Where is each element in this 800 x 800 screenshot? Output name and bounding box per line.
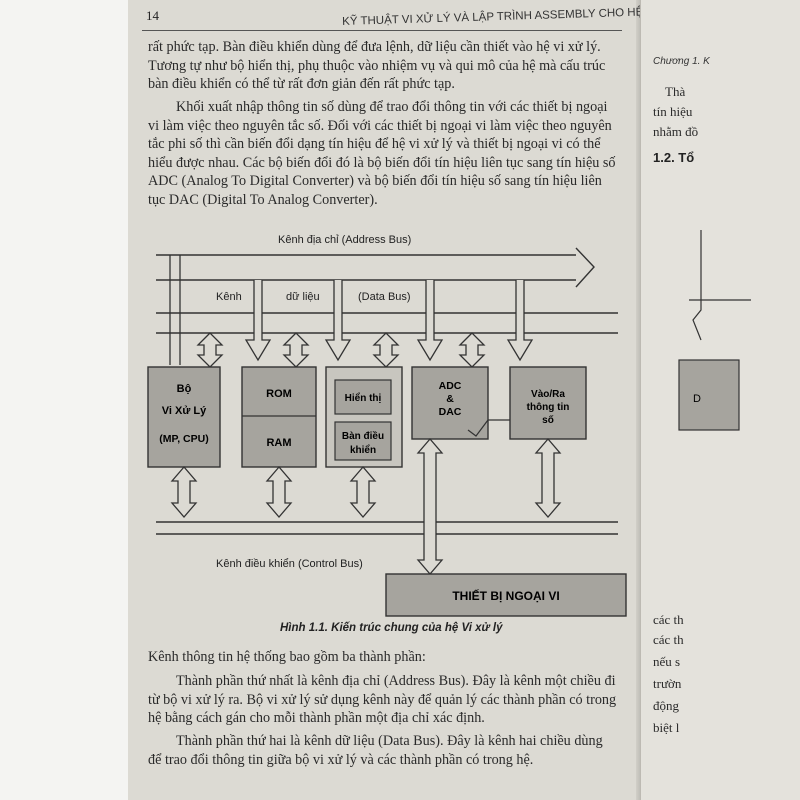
- next-page-line: trườn: [653, 676, 682, 691]
- memory-block: [241, 366, 317, 468]
- next-page-header: Chương 1. K: [653, 56, 710, 67]
- page-number: 14: [146, 8, 159, 23]
- peripheral-label: THIẾT BỊ NGOẠI VI: [452, 588, 559, 603]
- adc-label-1: ADC: [439, 380, 462, 392]
- peripheral-block: [385, 573, 627, 617]
- io-label-3: số: [542, 414, 554, 426]
- io-label-1: Vào/Ra: [531, 389, 565, 400]
- paragraph-4: Thành phần thứ nhất là kênh địa chỉ (Add…: [148, 673, 617, 726]
- next-page-line: các th: [653, 612, 684, 627]
- console-block: [334, 421, 392, 461]
- next-page-line: tín hiệu: [653, 104, 693, 119]
- control-bus-label: Kênh điều khiển (Control Bus): [216, 558, 363, 570]
- book-page: 14 KỸ THUẬT VI XỬ LÝ VÀ LẬP TRÌNH ASSEMB…: [128, 0, 640, 800]
- adc-label-3: DAC: [439, 406, 462, 418]
- data-bus-label-3: (Data Bus): [358, 291, 411, 303]
- address-bus: [156, 247, 595, 288]
- rom-label: ROM: [266, 388, 292, 400]
- paragraph-5: Thành phần thứ hai là kênh dữ liệu (Data…: [148, 733, 603, 768]
- figure-caption: Hình 1.1. Kiến trúc chung của hệ Vi xử l…: [280, 622, 503, 634]
- io-label-2: thông tin: [527, 402, 570, 413]
- console-label-1: Bàn điều: [342, 430, 384, 442]
- control-arrows: [170, 438, 562, 518]
- address-drops: [169, 255, 534, 365]
- adc-label-2: &: [446, 393, 454, 405]
- adc-dac-block: [411, 366, 489, 440]
- cpu-label-2: Vi Xử Lý: [162, 405, 207, 417]
- data-arrows: [196, 332, 486, 368]
- cpu-block: [147, 366, 221, 468]
- adc-peripheral-arrow: [416, 438, 444, 575]
- address-bus-label: Kênh địa chỉ (Address Bus): [278, 234, 411, 246]
- paragraph-3: Kênh thông tin hệ thống bao gồm ba thành…: [148, 649, 426, 665]
- architecture-diagram: Kênh địa chỉ (Address Bus) Kênh dữ liệu …: [147, 234, 627, 617]
- caption-text: Kiến trúc chung của hệ Vi xử lý: [331, 622, 503, 634]
- ram-label: RAM: [266, 437, 291, 449]
- data-bus-label-1: Kênh: [216, 291, 242, 303]
- data-bus: [156, 312, 618, 334]
- control-bus: [156, 521, 618, 535]
- next-page-line: động: [653, 698, 679, 713]
- next-page-section-title: 1.2. Tổ: [653, 150, 695, 165]
- display-block: [334, 379, 392, 415]
- cpu-label-1: Bộ: [177, 383, 192, 395]
- console-label-2: khiển: [350, 444, 376, 456]
- next-page-line: nhằm đồ: [653, 124, 699, 139]
- data-bus-label-2: dữ liệu: [286, 291, 320, 303]
- paragraph-1: rất phức tạp. Bàn điều khiển dùng để đưa…: [148, 39, 606, 92]
- adc-io-link: [467, 419, 510, 437]
- next-page-line: biệt l: [653, 720, 680, 735]
- cpu-label-3: (MP, CPU): [159, 433, 208, 445]
- next-page-line: nếu s: [653, 654, 681, 669]
- caption-label: Hình 1.1.: [280, 622, 328, 634]
- next-page-diagram-label: D: [693, 393, 701, 405]
- header-rule: [142, 30, 622, 31]
- next-page: Chương 1. K Thà tín hiệu nhằm đồ 1.2. Tổ…: [640, 0, 800, 800]
- next-page-line: các th: [653, 632, 684, 647]
- paragraph-2: Khối xuất nhập thông tin số dùng để trao…: [148, 99, 616, 208]
- display-label: Hiển thị: [345, 392, 382, 404]
- next-page-diagram: D: [678, 230, 751, 431]
- left-background: [0, 0, 128, 800]
- next-page-line: Thà: [665, 84, 686, 99]
